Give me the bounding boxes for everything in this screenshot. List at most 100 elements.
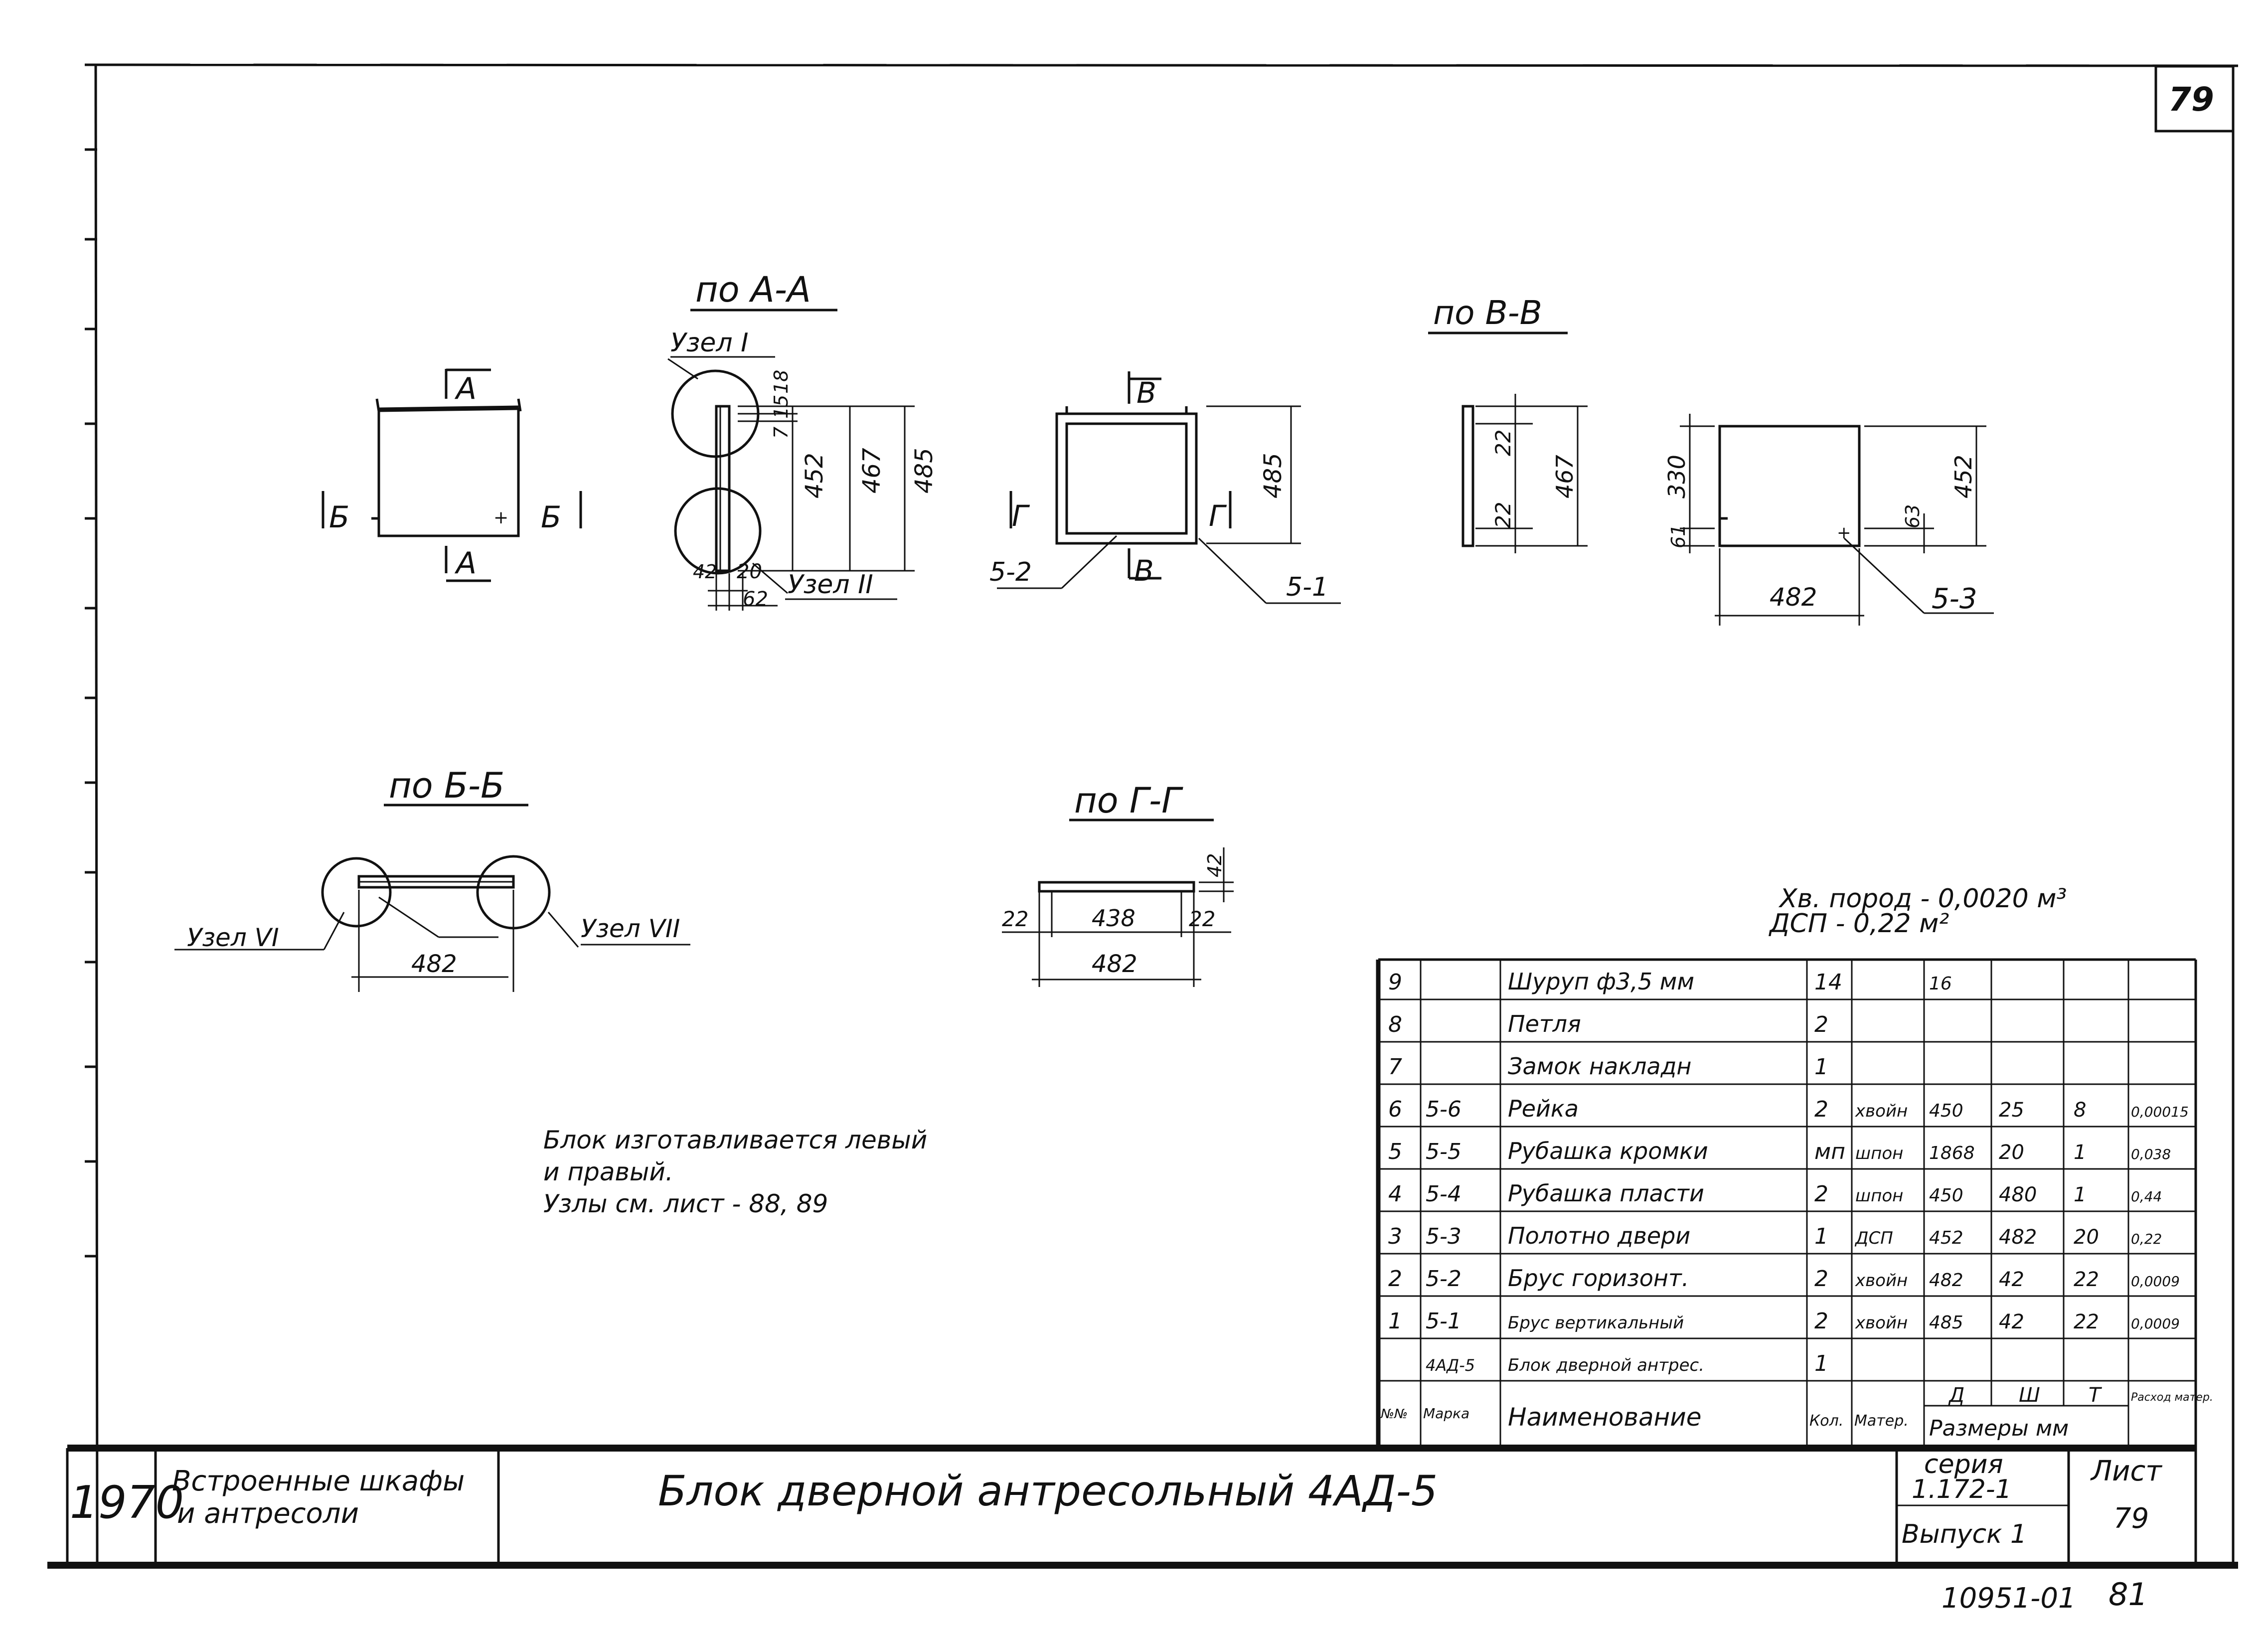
issue-number: Выпуск 1 bbox=[1902, 1519, 2027, 1549]
series-number: 1.172-1 bbox=[1912, 1474, 2012, 1504]
spec-cell-r8-c2: Брус вертикальный bbox=[1508, 1313, 1684, 1333]
series-label: серия bbox=[1924, 1450, 2003, 1479]
spec-cell-r8-c6: 42 bbox=[1999, 1310, 2024, 1333]
svg-text:22: 22 bbox=[1189, 907, 1215, 931]
cut-label-g-right: Г bbox=[1209, 499, 1227, 533]
spec-cell-r6-c4: ДСП bbox=[1854, 1228, 1893, 1248]
spec-cell-r7-c4: хвойн bbox=[1855, 1271, 1908, 1291]
node-6-label: Узел VI bbox=[187, 923, 279, 952]
spec-table-grid bbox=[1376, 958, 2197, 1450]
spec-cell-r3-c2: Рейка bbox=[1508, 1095, 1579, 1122]
title-block-grid bbox=[66, 1445, 2197, 1565]
spec-cell-r3-c5: 450 bbox=[1929, 1101, 1963, 1121]
spec-cell-r8-c0: 1 bbox=[1388, 1309, 1402, 1334]
spec-cell-r2-c2: Замок накладн bbox=[1508, 1053, 1691, 1080]
sheet-number: 79 bbox=[2113, 1502, 2149, 1535]
section-gg-title: по Г-Г bbox=[1074, 780, 1183, 821]
spec-cell-r1-c3: 2 bbox=[1814, 1012, 1828, 1037]
front-frame-view bbox=[997, 371, 1341, 604]
note-line-1: Блок изготавливается левый bbox=[543, 1126, 928, 1154]
sheet-label: Лист bbox=[2090, 1455, 2162, 1487]
spec-cell-r7-c5: 482 bbox=[1929, 1270, 1963, 1291]
svg-text:42: 42 bbox=[693, 561, 717, 583]
title-series-name-2: и антресоли bbox=[177, 1497, 359, 1530]
material-dsp: ДСП - 0,22 м² bbox=[1769, 909, 1949, 939]
cut-label-a-top: А bbox=[454, 371, 477, 406]
svg-text:22: 22 bbox=[1491, 502, 1515, 528]
spec-cell-r8-c7: 22 bbox=[2074, 1310, 2099, 1333]
node-1-label: Узел I bbox=[670, 328, 748, 358]
spec-cell-r6-c1: 5-3 bbox=[1426, 1224, 1461, 1249]
svg-text:452: 452 bbox=[1950, 455, 1977, 498]
note-line-3: Узлы см. лист - 88, 89 bbox=[543, 1189, 828, 1218]
spec-cell-r4-c1: 5-5 bbox=[1426, 1139, 1461, 1164]
spec-cell-r9-c3: 1 bbox=[1814, 1351, 1828, 1376]
section-gg bbox=[1002, 847, 1234, 987]
bb-dim-482: 482 bbox=[411, 950, 457, 978]
spec-cell-r4-c6: 20 bbox=[1999, 1141, 2024, 1164]
svg-text:+: + bbox=[493, 507, 508, 528]
spec-cell-r8-c4: хвойн bbox=[1855, 1313, 1908, 1333]
spec-cell-r7-c6: 42 bbox=[1999, 1268, 2024, 1291]
svg-text:61: 61 bbox=[1667, 524, 1689, 548]
svg-text:7: 7 bbox=[770, 427, 792, 439]
spec-cell-r1-c2: Петля bbox=[1508, 1010, 1581, 1037]
archive-number: 10951-01 bbox=[1942, 1582, 2076, 1615]
svg-text:15: 15 bbox=[770, 395, 792, 419]
aa-dimensions: 7 15 18 452 467 485 42 20 62 bbox=[693, 370, 938, 611]
node-2-label: Узел II bbox=[788, 570, 873, 600]
svg-text:Матер.: Матер. bbox=[1854, 1412, 1909, 1430]
spec-cell-r3-c3: 2 bbox=[1814, 1097, 1828, 1122]
spec-cell-r3-c4: хвойн bbox=[1855, 1101, 1908, 1121]
svg-text:Марка: Марка bbox=[1423, 1405, 1469, 1422]
archive-page: 81 bbox=[2108, 1576, 2148, 1613]
spec-cell-r4-c0: 5 bbox=[1388, 1139, 1402, 1164]
section-bb-title: по Б-Б bbox=[389, 765, 504, 806]
ref-5-2: 5-2 bbox=[989, 557, 1032, 587]
spec-cell-r8-c1: 5-1 bbox=[1426, 1309, 1461, 1334]
spec-cell-r6-c5: 452 bbox=[1929, 1228, 1963, 1248]
svg-text:485: 485 bbox=[910, 448, 938, 493]
svg-text:330: 330 bbox=[1663, 455, 1690, 498]
svg-text:482: 482 bbox=[1092, 950, 1137, 978]
spec-cell-r6-c2: Полотно двери bbox=[1508, 1222, 1690, 1249]
svg-text:467: 467 bbox=[1551, 455, 1578, 498]
sheet-frame bbox=[47, 63, 2239, 1569]
spec-cell-r4-c3: мп bbox=[1814, 1139, 1845, 1164]
section-bb bbox=[174, 855, 579, 992]
spec-cell-r4-c4: шпон bbox=[1855, 1144, 1903, 1163]
svg-text:22: 22 bbox=[1491, 430, 1515, 456]
spec-cell-r8-c3: 2 bbox=[1814, 1309, 1828, 1334]
spec-cell-r7-c3: 2 bbox=[1814, 1266, 1828, 1292]
svg-text:482: 482 bbox=[1770, 583, 1817, 612]
cut-label-b-left: Б bbox=[329, 500, 349, 535]
cut-label-v-bottom: В bbox=[1134, 554, 1154, 588]
spec-cell-r0-c2: Шуруп ф3,5 мм bbox=[1508, 968, 1694, 995]
plan-view: + bbox=[322, 368, 582, 582]
svg-text:18: 18 bbox=[770, 370, 792, 394]
spec-cell-r7-c0: 2 bbox=[1388, 1266, 1402, 1292]
section-vv-title: по В-В bbox=[1433, 294, 1542, 332]
cut-label-b-right: Б bbox=[541, 500, 561, 535]
ref-5-1: 5-1 bbox=[1286, 572, 1328, 602]
spec-cell-r3-c8: 0,00015 bbox=[2131, 1104, 2189, 1120]
svg-text:Наименование: Наименование bbox=[1508, 1403, 1702, 1432]
spec-cell-r4-c8: 0,038 bbox=[2131, 1146, 2171, 1162]
front-dim-485: 485 bbox=[1259, 453, 1287, 498]
svg-text:Д: Д bbox=[1948, 1384, 1964, 1407]
svg-text:№№: №№ bbox=[1380, 1407, 1408, 1422]
spec-cell-r6-c8: 0,22 bbox=[2131, 1231, 2162, 1247]
svg-text:Размеры мм: Размеры мм bbox=[1929, 1416, 2069, 1441]
spec-cell-r2-c0: 7 bbox=[1388, 1054, 1402, 1080]
cut-label-v-top: В bbox=[1136, 376, 1156, 410]
spec-cell-r4-c7: 1 bbox=[2074, 1141, 2086, 1164]
spec-cell-r5-c0: 4 bbox=[1388, 1181, 1402, 1207]
spec-cell-r8-c8: 0,0009 bbox=[2131, 1315, 2180, 1332]
spec-cell-r2-c3: 1 bbox=[1814, 1054, 1828, 1080]
spec-cell-r5-c7: 1 bbox=[2074, 1183, 2086, 1206]
section-vv bbox=[1461, 394, 1588, 553]
spec-table-header: №№ Марка Наименование Кол. Матер. Д Ш Т … bbox=[1380, 1384, 2213, 1441]
spec-cell-r5-c6: 480 bbox=[1999, 1183, 2037, 1206]
spec-cell-r6-c0: 3 bbox=[1388, 1224, 1402, 1249]
